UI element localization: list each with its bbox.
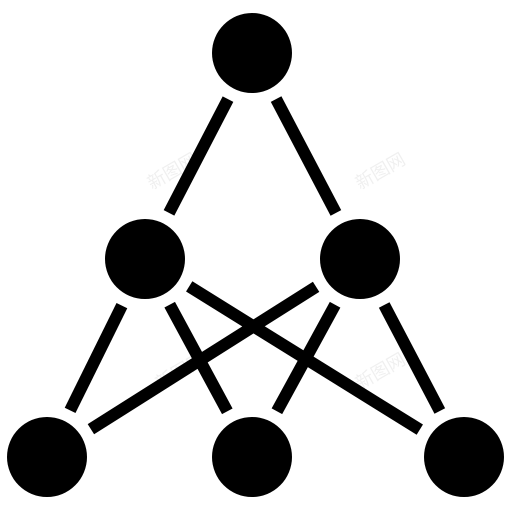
- edge-mid-right-to-bottom-right: [378, 302, 446, 414]
- nodes-group: [7, 13, 504, 497]
- node-top: [212, 13, 292, 93]
- edge-mid-left-to-bottom-left: [64, 302, 128, 414]
- edge-top-to-mid-left: [163, 96, 234, 216]
- watermark-text: 新图网: [144, 149, 201, 194]
- edge-top-to-mid-right: [270, 96, 342, 216]
- edge-mid-right-to-bottom-left: [87, 281, 320, 435]
- node-middle-left: [105, 219, 185, 299]
- node-bottom-center: [212, 417, 292, 497]
- edges-group: [64, 96, 446, 435]
- node-bottom-left: [7, 417, 87, 497]
- watermark-text: 新图网: [152, 349, 209, 394]
- watermark-text: 新图网: [352, 349, 409, 394]
- node-bottom-right: [424, 417, 504, 497]
- watermark-text: 新图网: [352, 149, 409, 194]
- node-middle-right: [320, 219, 400, 299]
- edge-mid-right-to-bottom-center: [271, 301, 341, 415]
